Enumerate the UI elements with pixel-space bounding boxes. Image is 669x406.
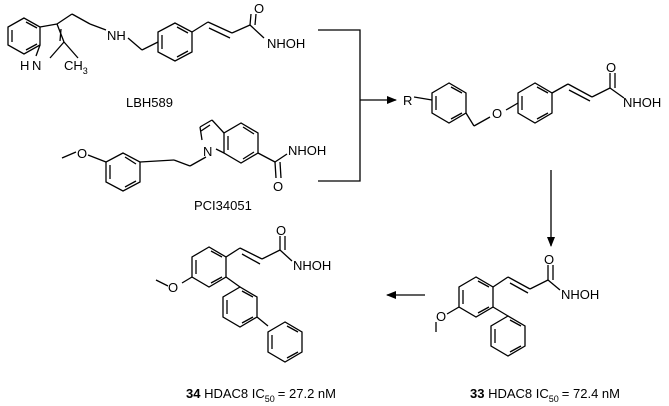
lbh589-structure — [7, 13, 265, 62]
atom-n-indole: N — [32, 58, 41, 73]
compound-33-structure — [435, 265, 561, 357]
atom-o-methoxy-34: O — [168, 280, 178, 295]
pci34051-label: PCI34051 — [194, 198, 252, 213]
merge-bracket — [318, 29, 397, 182]
atom-ch3: CH3 — [64, 58, 88, 76]
compound-34-structure — [155, 236, 303, 363]
atom-o-methoxy-pci: O — [77, 146, 87, 161]
atom-o-lbh589: O — [254, 1, 264, 16]
atom-r: R — [403, 93, 412, 108]
atom-n-pci: N — [203, 144, 212, 159]
lbh589-label: LBH589 — [126, 95, 173, 110]
atom-nhoh-34: NHOH — [293, 258, 331, 273]
compound-34-caption: 34 HDAC8 IC50= 27.2 nM — [186, 386, 336, 404]
atom-h-indole: H — [20, 58, 29, 73]
atom-nhoh-pci: NHOH — [288, 143, 326, 158]
atom-nh-lbh589: NH — [107, 28, 126, 43]
atom-o-amide-pci: O — [273, 179, 283, 194]
atom-nhoh-scaffold: NHOH — [623, 95, 661, 110]
hybrid-scaffold-structure — [413, 73, 625, 127]
pci34051-structure — [61, 119, 288, 192]
atom-o-scaffold: O — [606, 60, 616, 75]
compound-33-caption: 33 HDAC8 IC50= 72.4 nM — [470, 386, 620, 404]
atom-o-33: O — [544, 252, 554, 267]
atom-o-methoxy-33: O — [436, 309, 446, 324]
atom-o-34: O — [276, 223, 286, 238]
atom-nhoh-lbh589: NHOH — [267, 36, 305, 51]
atom-o-ether: O — [492, 106, 502, 121]
atom-nhoh-33: NHOH — [561, 287, 599, 302]
